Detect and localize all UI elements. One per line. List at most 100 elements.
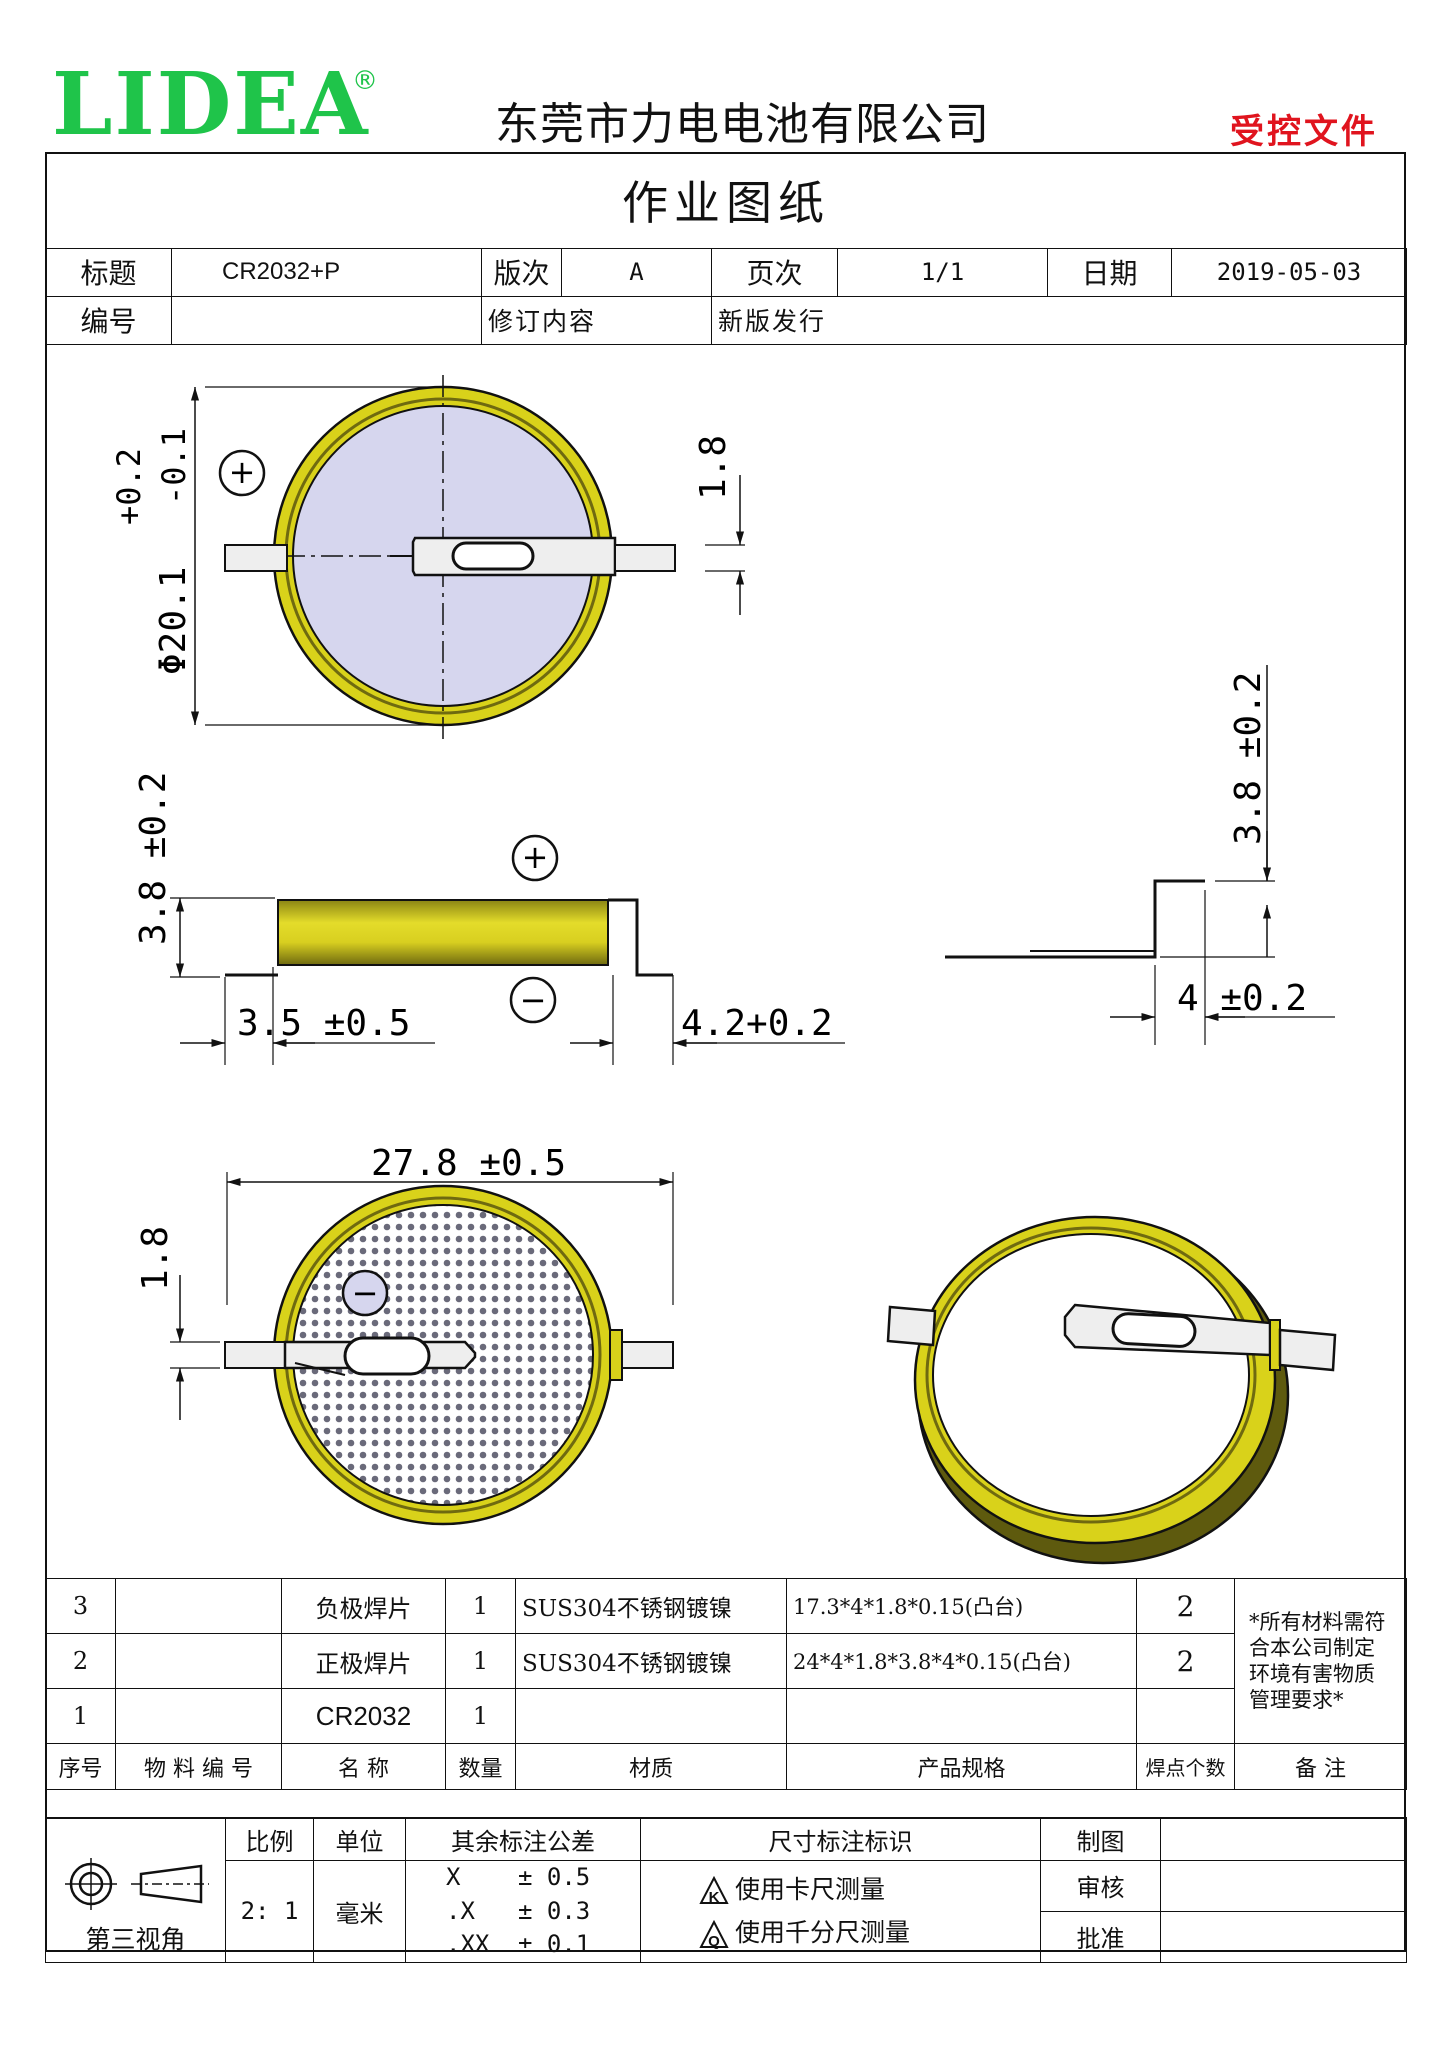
micrometer-text: 使用千分尺测量	[735, 1918, 911, 1948]
dim-tab-height: 3.8 ±0.2	[1228, 672, 1269, 845]
reviewed-by-value	[1160, 1860, 1407, 1912]
page-value: 1/1	[837, 247, 1048, 297]
tab-profile-view: 3.8 ±0.2 4 ±0.2	[945, 665, 1335, 1045]
tol-value: ± 0.3	[518, 1896, 591, 1925]
title-value: CR2032+P	[171, 247, 482, 297]
cell-side-body	[277, 899, 609, 966]
bom-header-seq: 序号	[45, 1743, 116, 1790]
bom-spec: 17.3*4*1.8*0.15(凸台)	[786, 1578, 1137, 1634]
scale-value: 2: 1	[225, 1860, 314, 1963]
bom-spec	[786, 1688, 1137, 1744]
tol-key: .X	[446, 1896, 475, 1925]
bom-seq: 2	[45, 1633, 116, 1689]
registered-mark: ®	[352, 66, 378, 96]
drafted-by-label: 制图	[1040, 1817, 1161, 1861]
dim-tab-width: 4 ±0.2	[1177, 978, 1307, 1019]
page-label: 页次	[711, 247, 838, 297]
date-label: 日期	[1047, 247, 1172, 297]
bom-note: *所有材料需符合本公司制定环境有害物质管理要求*	[1234, 1578, 1407, 1744]
bom-name: 正极焊片	[281, 1633, 446, 1689]
bom-code	[115, 1578, 282, 1634]
bom-code	[115, 1633, 282, 1689]
title-block: 作业图纸 标题 CR2032+P 版次 A 页次 1/1 日期 2019-05-…	[45, 152, 1407, 345]
revision-value: 新版发行	[711, 295, 1407, 345]
bom-material: SUS304不锈钢镀镍	[515, 1578, 787, 1634]
version-value: A	[561, 247, 712, 297]
tol-value: ± 0.5	[518, 1863, 591, 1891]
dim-diameter-tol-plus: +0.2	[110, 448, 148, 525]
plus-symbol-top: +	[229, 453, 256, 491]
bom-qty: 1	[445, 1578, 516, 1634]
number-label: 编号	[45, 295, 172, 345]
projection-cell: 第三视角	[45, 1817, 226, 1963]
plus-terminal-icon	[218, 449, 266, 497]
approved-by-value	[1160, 1910, 1407, 1963]
number-value	[171, 295, 482, 345]
dim-total-length: 27.8 ±0.5	[371, 1143, 566, 1184]
version-label: 版次	[481, 247, 562, 297]
micrometer-symbol: Q	[708, 1932, 720, 1950]
bom-header-spec: 产品规格	[786, 1743, 1137, 1790]
micrometer-triangle-icon: Q	[699, 1919, 729, 1950]
dim-right-offset: 4.2+0.2	[681, 1003, 833, 1044]
bom-welds: 2	[1136, 1578, 1235, 1634]
revision-label: 修订内容	[481, 295, 712, 345]
footer-table: 第三视角 比例 单位 其余标注公差 尺寸标注标识 制图 2: 1 毫米 X± 0…	[45, 1817, 1407, 1963]
company-name: 东莞市力电电池有限公司	[495, 99, 990, 150]
bom-spec: 24*4*1.8*3.8*4*0.15(凸台)	[786, 1633, 1137, 1689]
bom-code	[115, 1688, 282, 1744]
scale-label: 比例	[225, 1817, 314, 1861]
tol-value: ± 0.1	[518, 1930, 591, 1959]
minus-symbol-side: −	[520, 981, 547, 1019]
drafted-by-value	[1160, 1817, 1407, 1861]
bom-header-material: 材质	[515, 1743, 787, 1790]
bom-material	[515, 1688, 787, 1744]
bom-name: CR2032	[281, 1688, 446, 1744]
projection-label: 第三视角	[85, 1924, 186, 1954]
unit-value: 毫米	[313, 1860, 406, 1963]
dim-tab-thickness-bottom: 1.8	[135, 1226, 176, 1291]
isometric-view	[886, 1215, 1337, 1565]
minus-terminal-side-icon	[509, 976, 557, 1024]
tolerance-values: X± 0.5 .X± 0.3 .XX± 0.1	[405, 1860, 641, 1963]
dim-height-side: 3.8 ±0.2	[133, 772, 174, 945]
dimension-marks: K 使用卡尺测量 Q 使用千分尺测量	[640, 1860, 1041, 1963]
controlled-document-stamp: 受控文件	[1230, 112, 1378, 152]
bom-table: 3 负极焊片 1 SUS304不锈钢镀镍 17.3*4*1.8*0.15(凸台)…	[45, 1578, 1407, 1790]
date-value: 2019-05-03	[1171, 247, 1407, 297]
plus-terminal-side-icon	[511, 834, 559, 882]
bom-welds: 2	[1136, 1633, 1235, 1689]
caliper-triangle-icon: K	[699, 1876, 729, 1906]
bom-name: 负极焊片	[281, 1578, 446, 1634]
plus-symbol-side: +	[522, 838, 549, 876]
doc-title: 作业图纸	[45, 152, 1407, 249]
dimension-mark-label: 尺寸标注标识	[640, 1817, 1041, 1861]
dim-diameter-tol-minus: -0.1	[155, 428, 193, 505]
title-label: 标题	[45, 247, 172, 297]
minus-symbol-bottom: −	[352, 1274, 379, 1312]
caliper-symbol: K	[708, 1889, 720, 1907]
unit-label: 单位	[313, 1817, 406, 1861]
minus-terminal-icon	[341, 1269, 389, 1317]
top-view: + Φ20.1 +0.2 -0.1 1.8	[110, 375, 745, 740]
dim-tab-thickness-top: 1.8	[693, 435, 734, 500]
reviewed-by-label: 审核	[1040, 1860, 1161, 1912]
bom-material: SUS304不锈钢镀镍	[515, 1633, 787, 1689]
company-logo: LIDEA	[52, 54, 370, 155]
bom-seq: 3	[45, 1578, 116, 1634]
bom-seq: 1	[45, 1688, 116, 1744]
technical-drawing: + Φ20.1 +0.2 -0.1 1.8 + − 3.8 ±0.2	[110, 375, 1337, 1565]
caliper-text: 使用卡尺测量	[735, 1874, 886, 1904]
bom-header-welds: 焊点个数	[1136, 1743, 1235, 1790]
dim-left-offset: 3.5 ±0.5	[237, 1003, 410, 1044]
bom-welds	[1136, 1688, 1235, 1744]
tolerance-label: 其余标注公差	[405, 1817, 641, 1861]
dim-diameter: Φ20.1	[153, 567, 194, 675]
side-view: + − 3.8 ±0.2 3.5 ±0.5 4.2+0.2	[133, 772, 845, 1065]
bottom-view: 27.8 ±0.5 − 1.8	[135, 1143, 674, 1526]
third-angle-projection-icon	[64, 1857, 209, 1910]
approved-by-label: 批准	[1040, 1910, 1161, 1963]
bom-qty: 1	[445, 1633, 516, 1689]
bom-header-remark: 备 注	[1234, 1743, 1407, 1790]
bom-header-name: 名 称	[281, 1743, 446, 1790]
